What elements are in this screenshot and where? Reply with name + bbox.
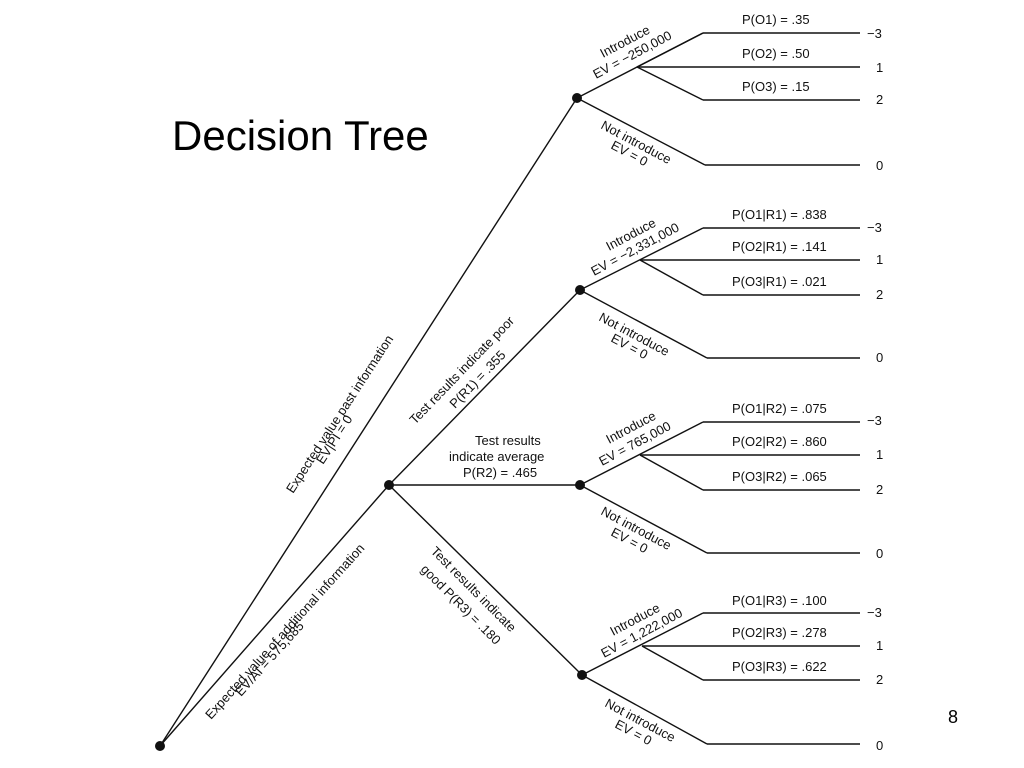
branch-test-good xyxy=(388,484,583,676)
payoff-3: 2 xyxy=(876,287,883,302)
payoff-1: −3 xyxy=(867,26,882,41)
payoff-2: 1 xyxy=(876,60,883,75)
payoff-1: −3 xyxy=(867,605,882,620)
decision-group-0: Introduce EV = −250,000 Not introduce EV… xyxy=(576,12,883,173)
payoff-2: 1 xyxy=(876,252,883,267)
introduce-branch xyxy=(581,612,704,676)
slide-title: Decision Tree xyxy=(172,112,429,159)
test-node xyxy=(384,480,394,490)
probability-label-3: P(O3|R2) = .065 xyxy=(732,469,827,484)
probability-label-1: P(O1|R3) = .100 xyxy=(732,593,827,608)
root-node xyxy=(155,741,165,751)
decision-group-3: Introduce EV = 1,222,000 Not introduce E… xyxy=(581,593,883,753)
test-average-line1: Test results xyxy=(475,433,541,448)
outcome-branch-3 xyxy=(639,259,704,296)
probability-label-2: P(O2|R2) = .860 xyxy=(732,434,827,449)
probability-label-2: P(O2|R1) = .141 xyxy=(732,239,827,254)
probability-label-3: P(O3) = .15 xyxy=(742,79,810,94)
decision-group-1: Introduce EV = −2,331,000 Not introduce … xyxy=(579,207,883,365)
introduce-branch xyxy=(579,421,704,486)
probability-label-1: P(O1|R2) = .075 xyxy=(732,401,827,416)
probability-label-2: P(O2) = .50 xyxy=(742,46,810,61)
probability-label-3: P(O3|R1) = .021 xyxy=(732,274,827,289)
not-introduce-branch xyxy=(579,484,708,554)
payoff-4: 0 xyxy=(876,738,883,753)
decision-node-0 xyxy=(572,93,582,103)
decision-group-2: Introduce EV = 765,000 Not introduce EV … xyxy=(579,401,883,561)
branch-root-to-test xyxy=(159,484,390,747)
outcome-branch-3 xyxy=(641,645,704,681)
not-introduce-branch xyxy=(579,289,708,359)
not-introduce-branch xyxy=(581,674,708,745)
branch-root-to-upper xyxy=(159,97,578,747)
probability-label-3: P(O3|R3) = .622 xyxy=(732,659,827,674)
payoff-3: 2 xyxy=(876,92,883,107)
payoff-1: −3 xyxy=(867,220,882,235)
not-introduce-branch xyxy=(576,97,706,166)
introduce-branch xyxy=(579,227,704,291)
test-average-probability: P(R2) = .465 xyxy=(463,465,537,480)
payoff-3: 2 xyxy=(876,672,883,687)
outcome-branch-3 xyxy=(636,66,704,101)
upper-branch-label: Expected value past information xyxy=(283,332,396,495)
payoff-4: 0 xyxy=(876,546,883,561)
lower-branch-ev: EV/AI = 575,685 xyxy=(232,618,307,699)
decision-node-2 xyxy=(575,480,585,490)
probability-label-2: P(O2|R3) = .278 xyxy=(732,625,827,640)
payoff-3: 2 xyxy=(876,482,883,497)
decision-node-1 xyxy=(575,285,585,295)
page-number: 8 xyxy=(948,707,959,727)
payoff-4: 0 xyxy=(876,158,883,173)
payoff-1: −3 xyxy=(867,413,882,428)
payoff-2: 1 xyxy=(876,447,883,462)
outcome-branch-3 xyxy=(639,454,704,491)
test-average-line2: indicate average xyxy=(449,449,544,464)
payoff-4: 0 xyxy=(876,350,883,365)
branch-test-poor xyxy=(388,289,581,486)
outcome-branch-1 xyxy=(636,32,704,68)
probability-label-1: P(O1) = .35 xyxy=(742,12,810,27)
payoff-2: 1 xyxy=(876,638,883,653)
probability-label-1: P(O1|R1) = .838 xyxy=(732,207,827,222)
decision-node-3 xyxy=(577,670,587,680)
